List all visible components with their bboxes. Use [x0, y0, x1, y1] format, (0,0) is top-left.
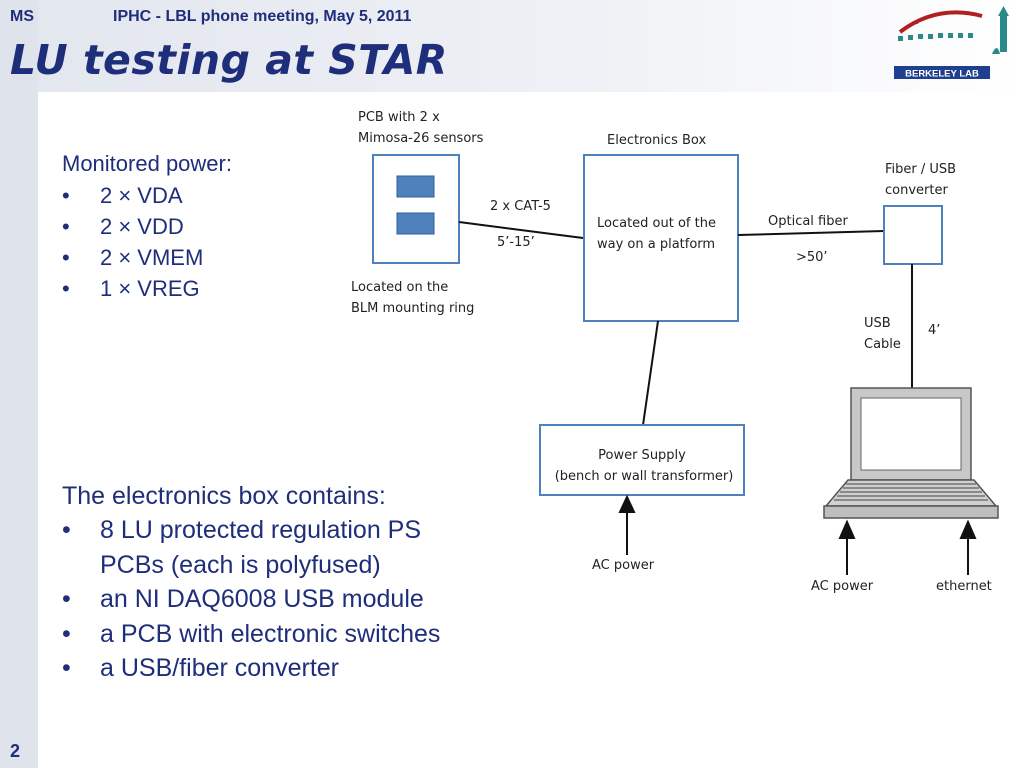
electronics-box-heading: The electronics box contains:: [62, 482, 386, 510]
mimosa-sensor: [396, 212, 435, 235]
usb-length: 4’: [928, 323, 940, 338]
ac-power-laptop-label: AC power: [811, 579, 874, 594]
usb-label-line1: USB: [864, 316, 891, 331]
ac-power-arrow-icon: [838, 519, 856, 539]
pcb-label-line2: Mimosa-26 sensors: [358, 131, 484, 146]
slide-title: LU testing at STAR: [10, 36, 448, 84]
usb-label-line2: Cable: [864, 337, 901, 352]
ebox-title: Electronics Box: [607, 133, 706, 148]
pcb-location-line2: BLM mounting ring: [351, 301, 474, 316]
cat5-cable: [458, 221, 584, 239]
electronics-box-item-text: PCBs (each is polyfused): [100, 550, 381, 579]
left-band: [0, 0, 38, 768]
electronics-box-item: an NI DAQ6008 USB module: [62, 582, 440, 617]
slide-number: 2: [10, 741, 21, 761]
power-supply-box: [539, 424, 745, 496]
pcb-label-line1: PCB with 2 x: [358, 110, 440, 125]
header-author: MS: [10, 8, 34, 25]
header-band: [0, 0, 1024, 92]
cat5-length: 5’-15’: [497, 235, 535, 250]
optical-fiber: [737, 230, 885, 236]
electronics-box: [583, 154, 739, 322]
ebox-text-line2: way on a platform: [597, 237, 715, 252]
logo-text: BERKELEY LAB: [905, 69, 979, 80]
psu-text-line1: Power Supply: [598, 448, 686, 463]
converter-label-line2: converter: [885, 183, 948, 198]
laptop-icon: [823, 387, 999, 519]
ebox-text-line1: Located out of the: [597, 216, 716, 231]
power-cable: [642, 320, 659, 426]
converter-label-line1: Fiber / USB: [885, 162, 956, 177]
optical-label: Optical fiber: [768, 214, 848, 229]
electronics-box-list: 8 LU protected regulation PS PCBs (each …: [62, 513, 440, 686]
setup-diagram: PCB with 2 x Mimosa-26 sensors Located o…: [351, 110, 999, 594]
monitored-power-item: 1 × VREG: [62, 273, 203, 304]
mimosa-sensor: [396, 175, 435, 198]
fiber-usb-converter: [883, 205, 943, 265]
monitored-power-item: 2 × VMEM: [62, 242, 203, 273]
monitored-power-item: 2 × VDD: [62, 211, 203, 242]
cat5-label: 2 x CAT-5: [490, 199, 551, 214]
pcb-box: [372, 154, 460, 264]
ac-power-psu-label: AC power: [592, 558, 655, 573]
monitored-power-heading: Monitored power:: [62, 151, 232, 176]
electronics-box-item-continuation: PCBs (each is polyfused): [62, 548, 440, 583]
ethernet-label: ethernet: [936, 579, 992, 594]
monitored-power-list: 2 × VDA 2 × VDD 2 × VMEM 1 × VREG: [62, 180, 203, 304]
optical-length: >50’: [796, 250, 828, 265]
ac-power-arrow-icon: [618, 494, 636, 513]
monitored-power-item: 2 × VDA: [62, 180, 203, 211]
ethernet-arrow-icon: [959, 519, 977, 539]
electronics-box-item: a PCB with electronic switches: [62, 617, 440, 652]
electronics-box-item: 8 LU protected regulation PS: [62, 513, 440, 548]
header-meeting: IPHC - LBL phone meeting, May 5, 2011: [113, 8, 412, 25]
berkeley-lab-logo-icon: BERKELEY LAB: [892, 2, 1022, 87]
psu-text-line2: (bench or wall transformer): [555, 469, 734, 484]
pcb-location-line1: Located on the: [351, 280, 448, 295]
electronics-box-item: a USB/fiber converter: [62, 651, 440, 686]
